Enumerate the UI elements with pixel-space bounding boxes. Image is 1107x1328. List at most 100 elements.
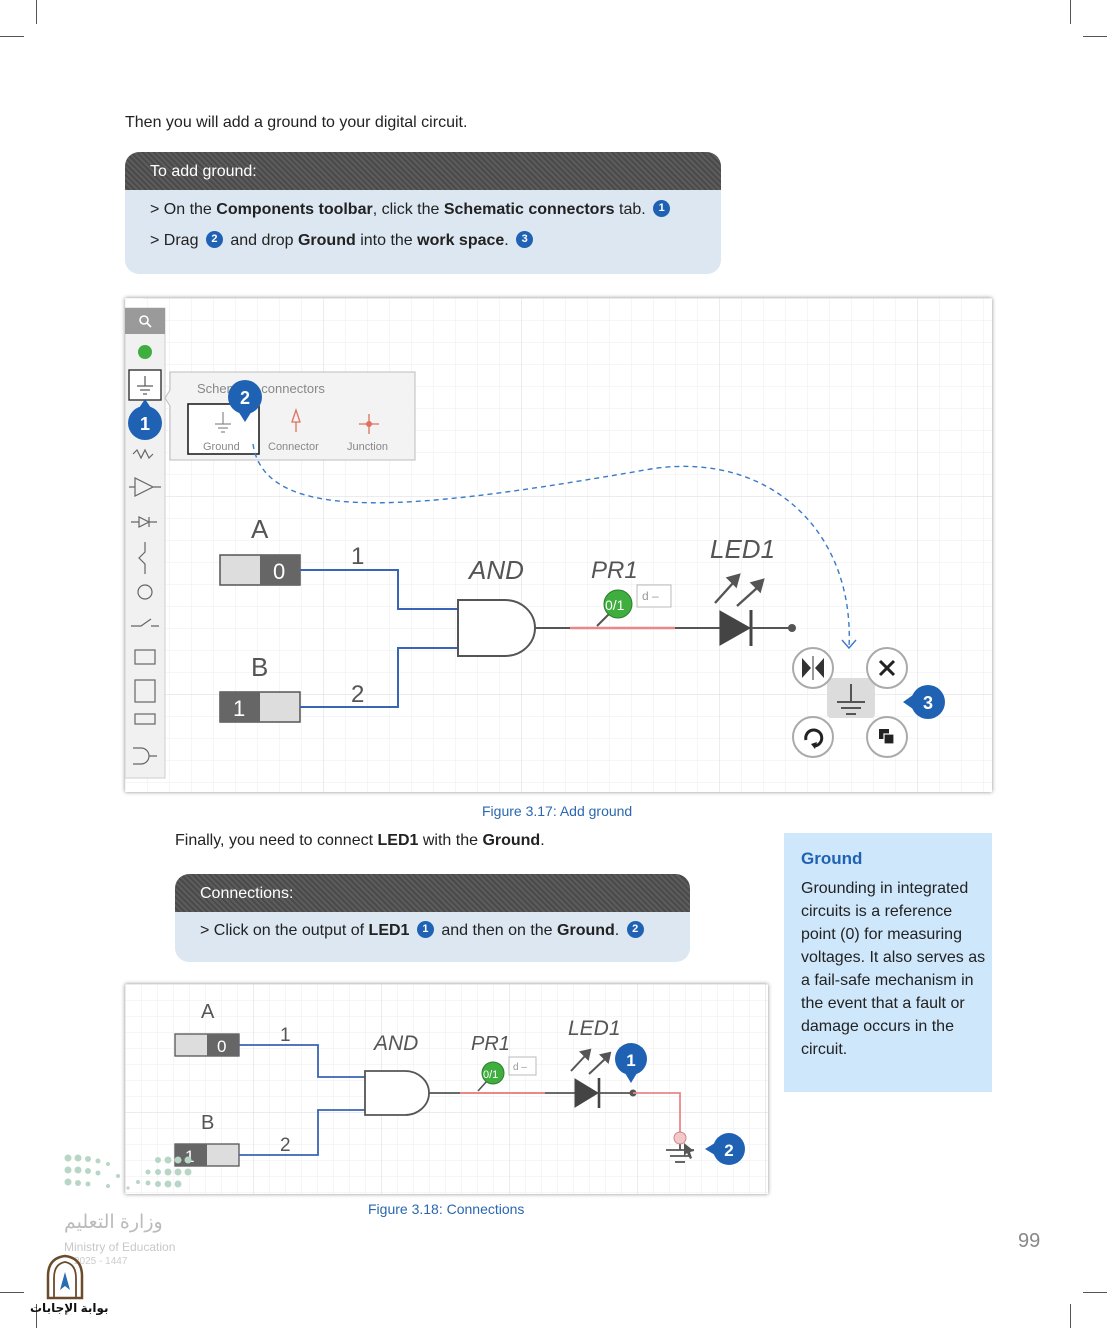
and-gate[interactable] — [364, 1070, 430, 1116]
toggle-icon[interactable] — [131, 618, 159, 627]
input-b-value: 1 — [233, 696, 245, 721]
ground-item-label: Ground — [203, 441, 240, 453]
led-label: LED1 — [710, 534, 775, 564]
box-header: Connections: — [175, 874, 690, 912]
rotate-button[interactable] — [792, 716, 834, 758]
relay-icon[interactable] — [134, 713, 156, 725]
probe-value: 0/1 — [483, 1069, 498, 1081]
and-gate[interactable] — [457, 599, 536, 657]
ic-icon[interactable] — [134, 649, 156, 665]
led-rays-icon — [570, 1048, 612, 1075]
instruction-line: > On the Components toolbar, click the S… — [125, 194, 721, 225]
instructions-box-add-ground: To add ground: > On the Components toolb… — [125, 152, 721, 274]
wire-label-1: 1 — [351, 543, 364, 570]
probe-indicator[interactable] — [481, 1061, 505, 1085]
connector-item-label: Connector — [268, 441, 319, 453]
sidebar-body: Grounding in integrated circuits is a re… — [801, 880, 986, 1058]
wire-label-2: 2 — [280, 1135, 291, 1156]
wire-label-1: 1 — [280, 1025, 291, 1046]
sidebar-title: Ground — [801, 849, 863, 868]
wire-b — [239, 1109, 365, 1156]
callout-number: 3 — [923, 693, 933, 713]
input-a-value: 0 — [273, 559, 285, 584]
ministry-logo-dots — [64, 1154, 192, 1190]
wire-led-ground — [633, 1092, 681, 1134]
meter-icon[interactable] — [137, 584, 153, 600]
chip-icon[interactable] — [134, 679, 156, 703]
ground-symbol — [837, 684, 865, 715]
and-gate-icon[interactable] — [133, 747, 157, 765]
crop-mark — [1070, 0, 1071, 24]
probe-display-text: d – — [513, 1062, 527, 1073]
callout-badge — [903, 685, 945, 719]
probe-indicator[interactable] — [603, 589, 633, 619]
label-a: A — [251, 514, 269, 544]
callout-badge — [228, 380, 262, 422]
probe-label: PR1 — [471, 1033, 510, 1055]
ministry-year: 2025 - 1447 — [74, 1256, 128, 1267]
paragraph-finally: Finally, you need to connect LED1 with t… — [175, 832, 545, 849]
step-number-badge: 1 — [416, 921, 434, 938]
crop-mark — [36, 1304, 37, 1328]
figure-connections: A 0 1 B 1 2 AND PR1 0/1 d – LED1 — [125, 984, 768, 1194]
search-icon[interactable] — [139, 315, 152, 328]
callout-badge — [128, 399, 162, 440]
wire-b — [300, 647, 458, 708]
label-b: B — [201, 1112, 214, 1134]
and-gate-label: AND — [372, 1032, 418, 1055]
probe-value: 0/1 — [605, 597, 625, 613]
led-diode[interactable] — [574, 1078, 599, 1108]
crop-mark — [0, 36, 24, 37]
input-a-switch[interactable] — [174, 1033, 240, 1057]
label-a: A — [201, 1001, 215, 1023]
intro-text: Then you will add a ground to your digit… — [125, 114, 468, 131]
wire-a — [239, 1044, 365, 1078]
callout-badge — [705, 1133, 745, 1165]
step-number-badge: 3 — [516, 231, 534, 248]
callout-number: 2 — [724, 1141, 733, 1160]
portal-name: بوابة الإجابات — [30, 1301, 109, 1315]
probe-display — [508, 1056, 537, 1076]
ground-terminal[interactable] — [673, 1131, 687, 1145]
step-number-badge: 1 — [653, 200, 671, 217]
figure-add-ground: Schematic connectors Ground Connector Ju… — [124, 298, 992, 792]
step-number-badge: 2 — [626, 921, 644, 938]
delete-button[interactable] — [866, 647, 908, 689]
figure-caption: Figure 3.18: Connections — [368, 1201, 525, 1217]
drag-path — [252, 443, 850, 649]
callout-number: 1 — [626, 1051, 635, 1070]
connector-item[interactable] — [291, 407, 301, 432]
diode-icon[interactable] — [131, 516, 157, 528]
and-gate-label: AND — [467, 555, 524, 585]
callout-number: 2 — [240, 388, 250, 408]
buffer-icon[interactable] — [129, 477, 161, 497]
wire-label-2: 2 — [351, 681, 364, 708]
crop-mark — [1083, 36, 1107, 37]
led-rays-icon — [714, 573, 765, 607]
ministry-name-english: Ministry of Education — [64, 1240, 176, 1254]
input-b-switch[interactable] — [219, 691, 301, 723]
probe-display-text: d – — [642, 589, 659, 603]
ministry-name-arabic: وزارة التعليم — [64, 1212, 163, 1233]
check-icon[interactable] — [138, 345, 152, 359]
resistor-icon[interactable] — [132, 448, 154, 460]
junction-item-label: Junction — [347, 441, 388, 453]
input-a-value: 0 — [217, 1037, 226, 1056]
switch-icon[interactable] — [138, 542, 146, 574]
led-diode[interactable] — [719, 610, 752, 646]
instructions-box-connections: Connections: > Click on the output of LE… — [175, 874, 690, 962]
step-number-badge: 2 — [205, 231, 223, 248]
junction-item[interactable] — [359, 414, 379, 434]
probe-label: PR1 — [591, 557, 638, 584]
led-output-terminal[interactable] — [788, 624, 796, 632]
crop-mark — [1070, 1304, 1071, 1328]
input-b-value: 1 — [185, 1147, 194, 1166]
page-number: 99 — [1018, 1230, 1041, 1252]
duplicate-button[interactable] — [866, 716, 908, 758]
callout-badge — [615, 1043, 647, 1083]
crop-mark — [0, 1292, 24, 1293]
flip-button[interactable] — [792, 647, 834, 689]
box-header: To add ground: — [125, 152, 721, 190]
schematic-workspace: Schematic connectors Ground Connector Ju… — [124, 298, 992, 792]
input-a-switch[interactable] — [219, 554, 301, 586]
